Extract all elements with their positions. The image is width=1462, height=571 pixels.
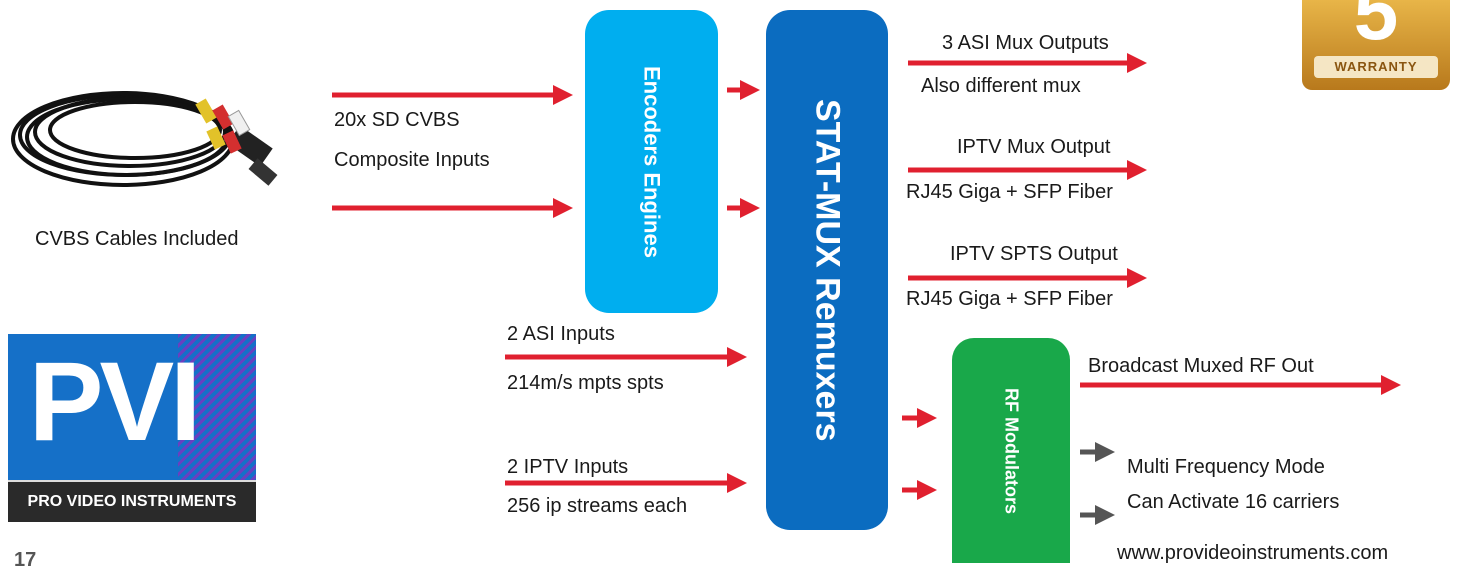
- iptv-spts-output-label-1: IPTV SPTS Output: [950, 243, 1118, 265]
- modulators-block: RF Modulators: [952, 338, 1070, 563]
- cvbs-input-label-2: Composite Inputs: [334, 149, 490, 171]
- iptv-spts-output-label-2: RJ45 Giga + SFP Fiber: [906, 288, 1113, 310]
- iptv-mux-output-label-2: RJ45 Giga + SFP Fiber: [906, 181, 1113, 203]
- logo-stripes: [178, 334, 256, 482]
- encoders-block: Encoders Engines: [585, 10, 718, 313]
- logo-mark: PVI: [28, 339, 202, 464]
- statmux-label: STAT-MUX Remuxers: [808, 98, 847, 442]
- iptv-mux-output-label-1: IPTV Mux Output: [957, 136, 1111, 158]
- page-number: 17: [14, 549, 37, 571]
- modulators-label: RF Modulators: [1001, 387, 1022, 514]
- pvi-logo: PVI PRO VIDEO INSTRUMENTS: [8, 334, 256, 522]
- warranty-label: WARRANTY: [1314, 56, 1438, 78]
- iptv-input-label-1: 2 IPTV Inputs: [507, 456, 629, 478]
- cvbs-cable-image: [11, 91, 278, 187]
- asi-input-label-1: 2 ASI Inputs: [507, 323, 615, 345]
- logo-name: PRO VIDEO INSTRUMENTS: [8, 480, 256, 522]
- cvbs-input-label-1: 20x SD CVBS: [334, 109, 460, 131]
- warranty-badge: 5 WARRANTY: [1302, 0, 1450, 90]
- cables-caption: CVBS Cables Included: [35, 228, 239, 250]
- iptv-input-label-2: 256 ip streams each: [507, 495, 688, 517]
- asi-input-label-2: 214m/s mpts spts: [507, 372, 664, 394]
- website-url: www.provideoinstruments.com: [1117, 542, 1389, 564]
- rf-feature-multi-frequency: Multi Frequency Mode: [1127, 456, 1325, 478]
- statmux-block: STAT-MUX Remuxers: [766, 10, 888, 530]
- rf-feature-carriers: Can Activate 16 carriers: [1127, 491, 1340, 513]
- warranty-digit: 5: [1353, 0, 1399, 56]
- rf-output-label: Broadcast Muxed RF Out: [1088, 355, 1314, 377]
- asi-output-label-1: 3 ASI Mux Outputs: [942, 32, 1109, 54]
- encoders-label: Encoders Engines: [639, 65, 665, 258]
- asi-output-label-2: Also different mux: [921, 75, 1081, 97]
